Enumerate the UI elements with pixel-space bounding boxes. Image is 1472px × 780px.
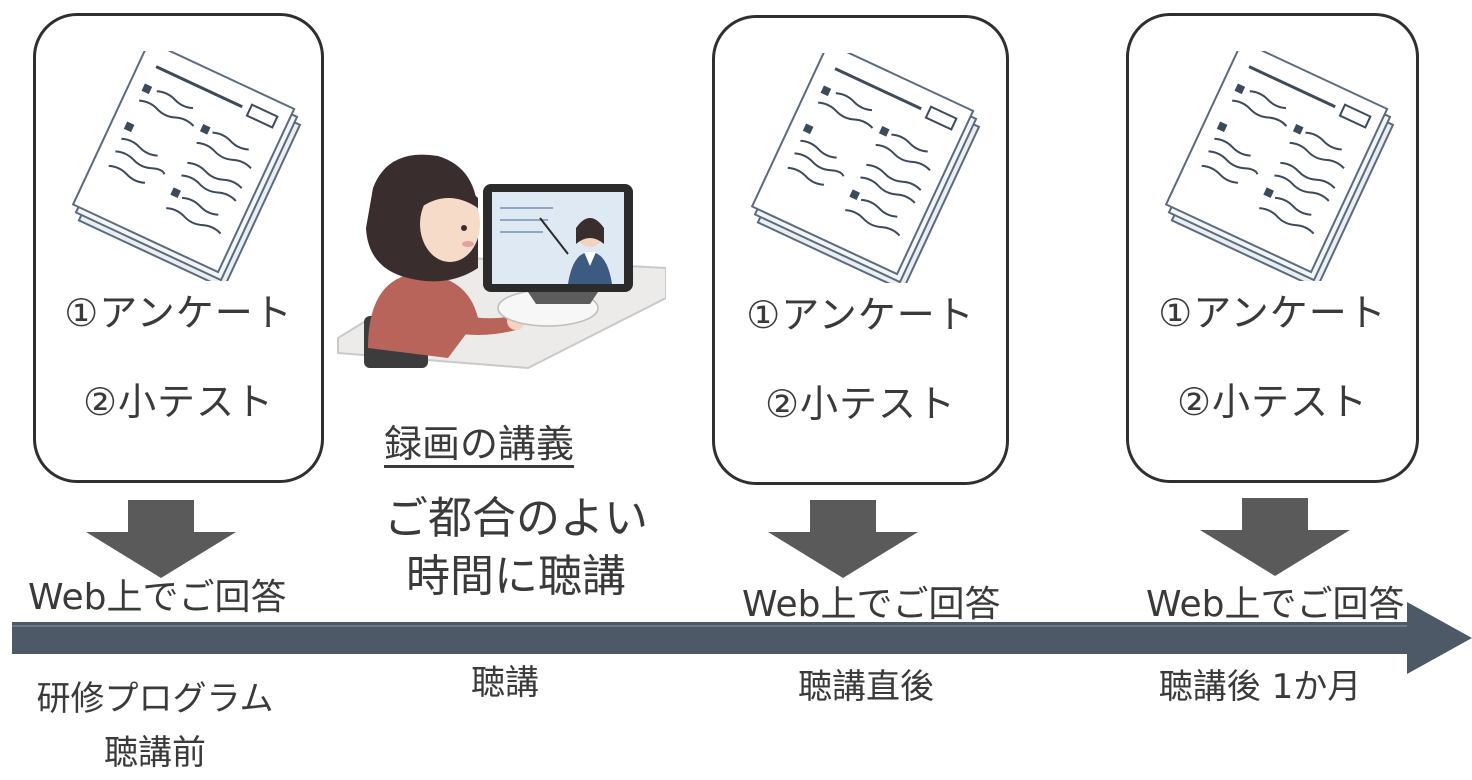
survey-label: ①アンケート [64, 291, 293, 335]
web-answer-label: Web上でご回答 [28, 577, 287, 618]
survey-card-after: ①アンケート ②小テスト [712, 15, 1009, 485]
document-icon [72, 51, 302, 281]
document-icon [751, 53, 981, 283]
web-answer-label: Web上でご回答 [742, 584, 1001, 625]
survey-card-one-month: ①アンケート ②小テスト [1126, 13, 1419, 483]
down-arrow-icon [1200, 498, 1350, 576]
survey-card-before: ①アンケート ②小テスト [33, 13, 324, 483]
stage-label-one-month: 聴講後 1か月 [1158, 667, 1362, 707]
survey-label: ①アンケート [1158, 291, 1387, 335]
lecture-title: 録画の講義 [384, 422, 575, 466]
down-arrow-icon [768, 500, 918, 578]
survey-label: ①アンケート [746, 293, 975, 337]
quiz-label: ②小テスト [1176, 380, 1369, 424]
document-icon [1165, 51, 1395, 281]
web-answer-label: Web上でご回答 [1146, 584, 1405, 625]
down-arrow-icon [86, 500, 236, 578]
lecture-note: ご都合のよい 時間に聴講 [384, 493, 648, 602]
quiz-label: ②小テスト [764, 382, 957, 426]
quiz-label: ②小テスト [82, 380, 275, 424]
stage-label-attend: 聴講 [471, 663, 539, 703]
timeline-arrow [12, 602, 1472, 674]
stage-label-right-after: 聴講直後 [798, 667, 934, 707]
online-lecture-illustration [337, 154, 666, 370]
stage-label-before: 研修プログラム 聴講前 [36, 679, 274, 773]
